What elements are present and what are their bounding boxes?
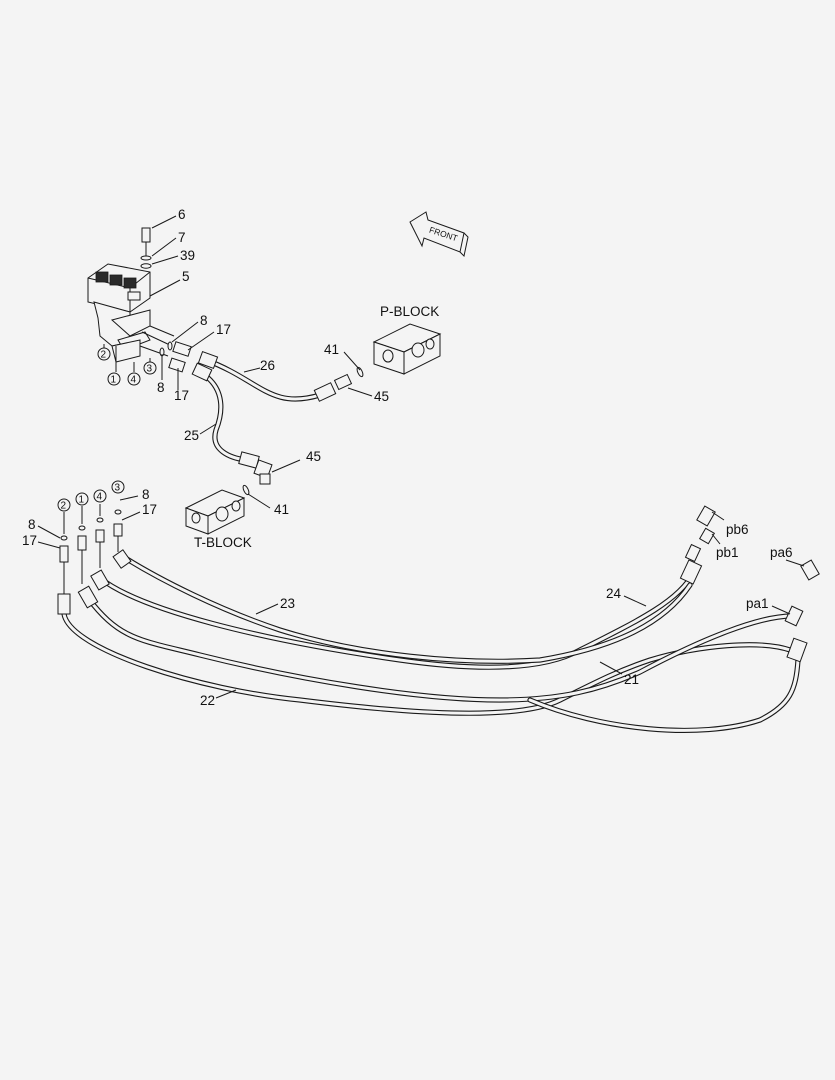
circled-2-port: 2 xyxy=(61,501,67,512)
circled-1-port: 1 xyxy=(79,495,85,506)
fitting-17-top xyxy=(172,341,192,357)
hose-23 xyxy=(119,553,693,664)
t-side-fittings xyxy=(242,459,301,509)
circled-1-valve: 1 xyxy=(111,375,117,386)
washer-7 xyxy=(140,255,152,261)
label-7: 7 xyxy=(178,230,186,245)
part-labels: 6 7 39 5 8 17 8 17 26 25 41 45 45 41 P-B… xyxy=(22,207,793,708)
label-t-block: T-BLOCK xyxy=(194,535,252,550)
washer-39 xyxy=(140,263,152,269)
oring-41-t xyxy=(242,484,250,496)
label-5: 5 xyxy=(182,269,190,284)
label-17-top: 17 xyxy=(216,322,231,337)
fitting-17-mid xyxy=(168,357,186,373)
label-pa6: pa6 xyxy=(770,545,793,560)
fitting-17-left xyxy=(59,545,69,563)
oring-8-top xyxy=(167,341,173,351)
label-8-mid: 8 xyxy=(157,380,165,395)
label-pa1: pa1 xyxy=(746,596,769,611)
fitting-pa6 xyxy=(800,559,820,581)
circled-3-port: 3 xyxy=(115,483,121,494)
label-pb6: pb6 xyxy=(726,522,749,537)
fitting-45-p xyxy=(333,373,353,391)
label-45-t: 45 xyxy=(306,449,321,464)
bolt-6 xyxy=(141,227,151,243)
label-17-mid: 17 xyxy=(174,388,189,403)
front-arrow: FRONT xyxy=(409,211,469,258)
label-22: 22 xyxy=(200,693,215,708)
label-45-p: 45 xyxy=(374,389,389,404)
label-8-right: 8 xyxy=(142,487,150,502)
label-41-t: 41 xyxy=(274,502,289,517)
fitting-pb6 xyxy=(696,505,716,527)
label-41-p: 41 xyxy=(324,342,339,357)
label-25: 25 xyxy=(184,428,199,443)
label-8-left: 8 xyxy=(28,517,36,532)
right-port-fittings xyxy=(215,505,820,699)
hose-25-26-leaders xyxy=(199,367,261,435)
label-6: 6 xyxy=(178,207,186,222)
label-8-top: 8 xyxy=(200,313,208,328)
p-block xyxy=(372,323,442,375)
label-39: 39 xyxy=(180,248,195,263)
oring-41-p xyxy=(356,366,364,378)
hose-return xyxy=(527,657,801,733)
oring-8-left xyxy=(60,535,68,541)
circled-3-valve: 3 xyxy=(147,364,153,375)
label-pb1: pb1 xyxy=(716,545,739,560)
pilot-valve xyxy=(87,227,192,373)
label-p-block: P-BLOCK xyxy=(380,304,439,319)
valve-port-markers: 2 3 1 4 xyxy=(97,347,157,386)
circled-4-port: 4 xyxy=(97,492,103,503)
label-23: 23 xyxy=(280,596,295,611)
label-26: 26 xyxy=(260,358,275,373)
hose-port-markers: 2 1 4 3 xyxy=(57,480,125,512)
circled-2-valve: 2 xyxy=(101,350,107,361)
hose-25 xyxy=(191,362,260,469)
circled-4-valve: 4 xyxy=(131,375,137,386)
valve-leaders xyxy=(103,215,215,390)
fitting-pb1 xyxy=(698,527,716,545)
fitting-pa1 xyxy=(784,605,804,627)
label-24: 24 xyxy=(606,586,622,601)
left-port-fittings xyxy=(37,495,141,615)
t-block xyxy=(184,489,246,535)
hose-21 xyxy=(85,595,797,703)
hose-26 xyxy=(197,350,337,402)
label-17-left: 17 xyxy=(22,533,37,548)
label-21: 21 xyxy=(624,672,639,687)
hose-24 xyxy=(97,569,697,670)
p-side-fittings xyxy=(333,351,373,397)
label-17-right: 17 xyxy=(142,502,157,517)
